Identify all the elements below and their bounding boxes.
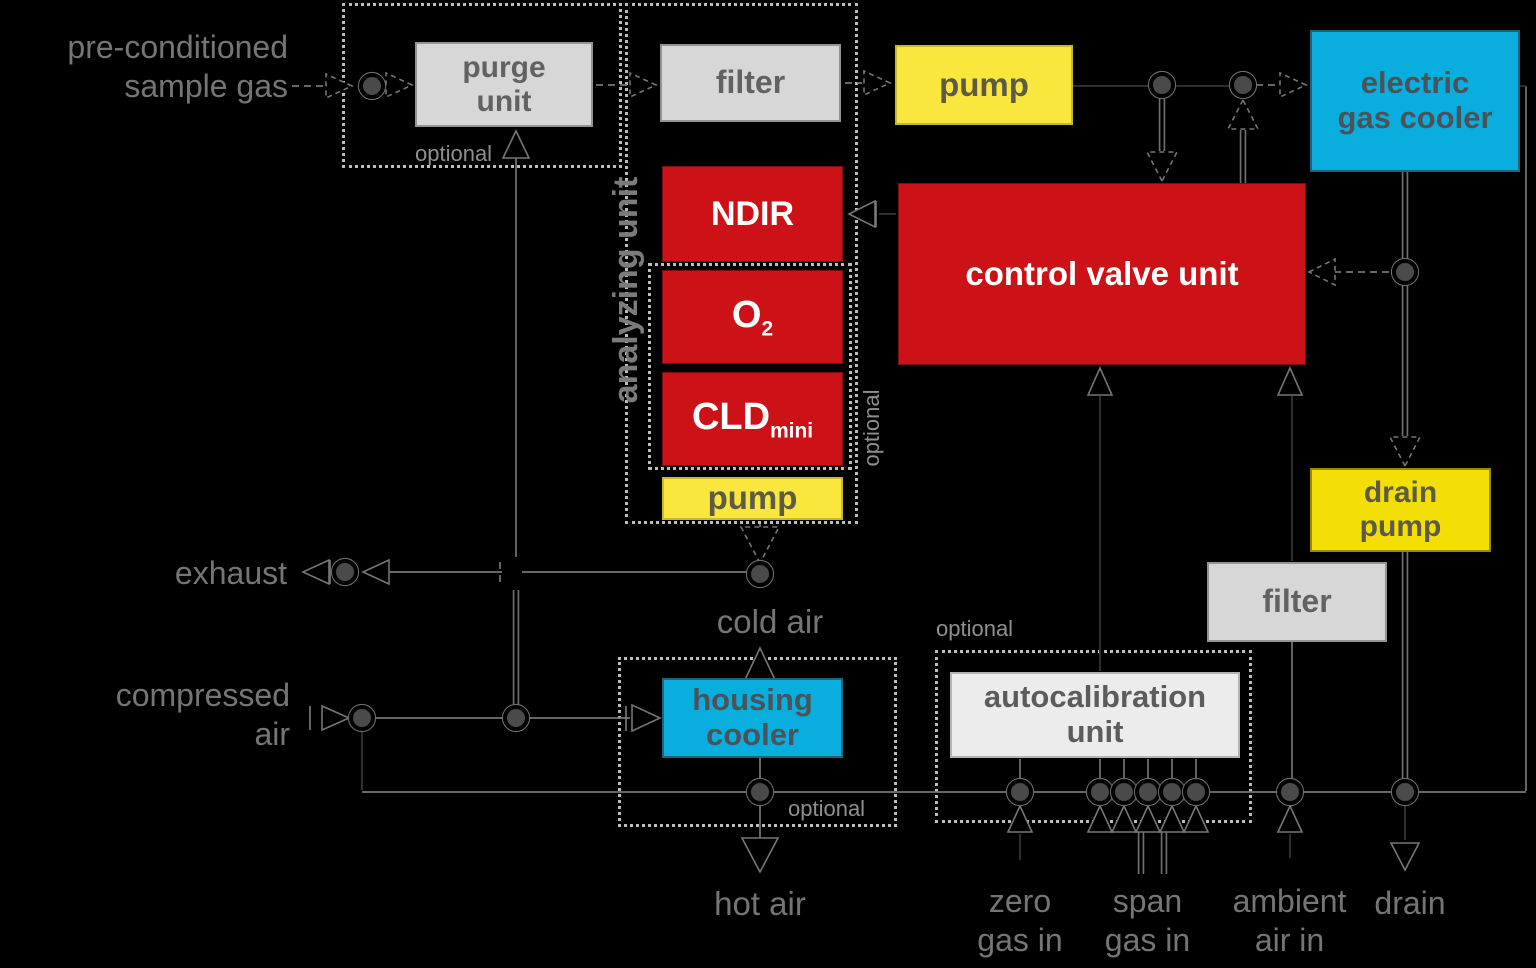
ambient-air-in-label: ambient air in [1232, 883, 1347, 959]
pump-top-box: pump [895, 45, 1073, 125]
compressed-air-label: compressed air [115, 677, 290, 753]
optional-housing-label: optional [788, 796, 866, 821]
cold-air-label: cold air [716, 603, 824, 640]
zero-gas-in-label: zero gas in [977, 883, 1063, 959]
purge-unit-box: purge unit [415, 42, 593, 127]
exhaust-label: exhaust [174, 555, 287, 591]
span-gas-in-label: span gas in [1104, 883, 1191, 959]
hot-air-label: hot air [714, 885, 806, 922]
flow-line [512, 97, 1409, 874]
filter-top-box: filter [660, 44, 841, 122]
pump-analyzer-box: pump [662, 477, 843, 520]
analyzing-unit-label: analyzing unit [607, 176, 646, 404]
autocalibration-unit-box: autocalibration unit [950, 672, 1240, 758]
drain-pump-box: drain pump [1310, 468, 1491, 552]
junction-node [330, 70, 1420, 807]
ndir-box: NDIR [662, 166, 843, 262]
control-valve-unit-box: control valve unit [898, 183, 1306, 365]
electric-gas-cooler-box: electric gas cooler [1310, 30, 1520, 172]
drain-label: drain [1374, 885, 1446, 921]
cld-mini-box: CLDmini [662, 372, 843, 466]
pre-conditioned-sample-gas-label: pre-conditioned sample gas [67, 29, 288, 105]
pipe-line [309, 86, 1527, 838]
optional-purge-label: optional [415, 141, 493, 166]
arrowhead [301, 129, 1421, 874]
dashed-arrowhead [325, 69, 1422, 565]
analyzing-unit-frame [625, 3, 858, 524]
o2-box: O2 [662, 270, 843, 364]
cld-mini-label: CLDmini [691, 395, 814, 443]
optional-analyzer-label: optional [858, 389, 884, 467]
housing-cooler-box: housing cooler [662, 678, 843, 758]
filter-right-box: filter [1207, 562, 1387, 642]
optional-autocalibration-label: optional [936, 616, 1014, 641]
o2-label: O2 [731, 293, 774, 341]
analyzer-optional-frame [648, 263, 852, 470]
